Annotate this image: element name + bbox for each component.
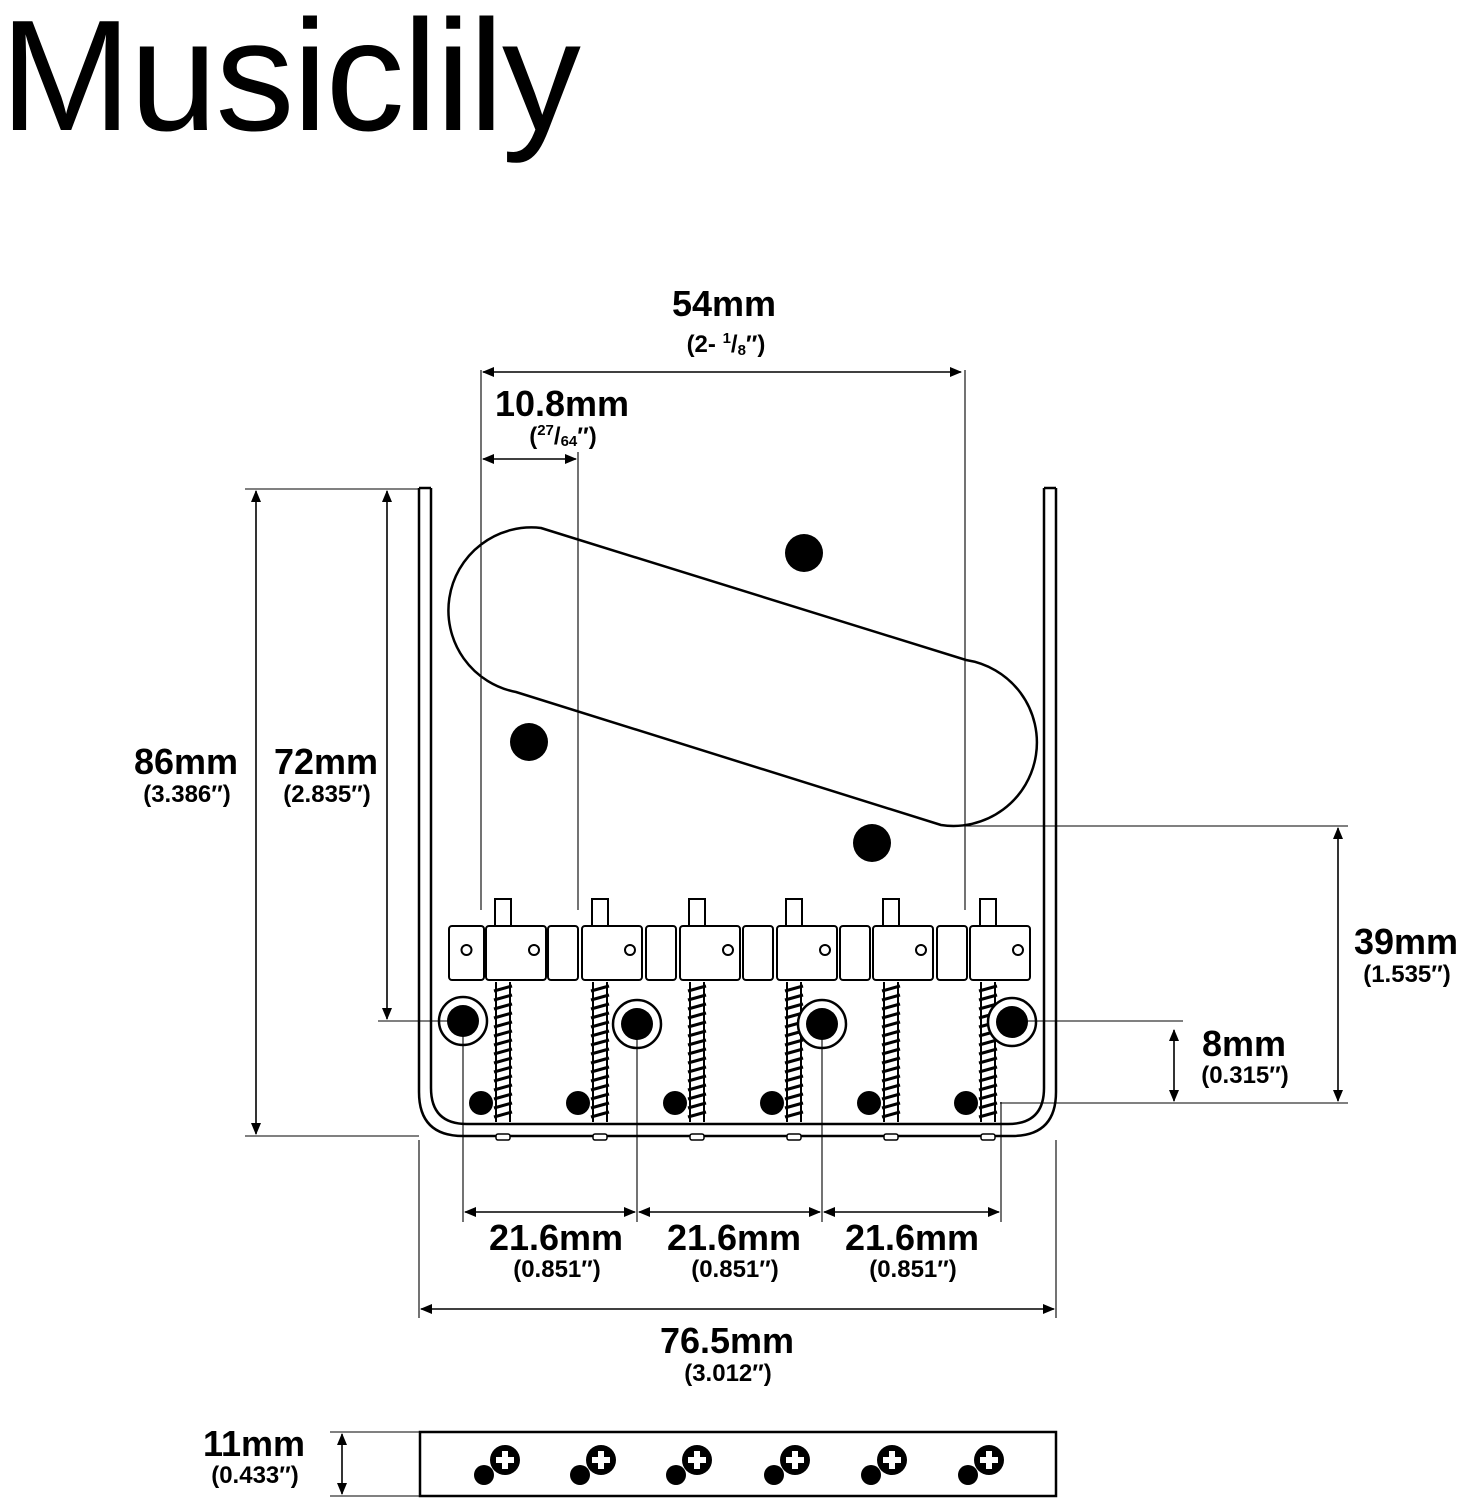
dim-height: 11mm (0.433″) xyxy=(203,1423,420,1497)
pickup-screw-hole xyxy=(510,723,548,761)
dim-mount-length-in: (2.835″) xyxy=(283,781,371,808)
dim-saddle-width-mm: 10.8mm xyxy=(495,383,629,424)
bridge-end-view xyxy=(418,1430,1058,1498)
screw-head-icon xyxy=(861,1445,907,1485)
intonation-spring xyxy=(687,982,707,1122)
dim-saddle-width: 10.8mm (27/64″) xyxy=(482,383,629,910)
saddle xyxy=(469,898,547,1141)
dim-height-mm: 11mm xyxy=(203,1423,305,1464)
dim-hole-spacing-1-in: (0.851″) xyxy=(513,1256,601,1283)
saddle-spacer xyxy=(936,925,968,981)
saddle-assembly xyxy=(448,898,1031,1141)
saddle xyxy=(954,898,1031,1141)
bridge-plate xyxy=(417,486,1058,1138)
screw-head-icon xyxy=(570,1445,616,1485)
saddle-spacer xyxy=(742,925,774,981)
saddle xyxy=(663,898,741,1141)
dim-overall-length-mm: 86mm xyxy=(134,741,238,782)
end-view-screws xyxy=(474,1445,1004,1485)
saddle-screw-hole xyxy=(915,944,927,956)
string-hole xyxy=(566,1091,590,1115)
end-view-outline xyxy=(418,1430,1058,1498)
dim-hole-offset-in: (0.315″) xyxy=(1201,1062,1289,1089)
screw-head-icon xyxy=(958,1445,1004,1485)
dim-pickup-to-end: 39mm (1.535″) xyxy=(961,825,1458,1104)
saddle xyxy=(566,898,643,1141)
intonation-spring xyxy=(493,982,513,1122)
intonation-spring xyxy=(784,982,804,1122)
saddle xyxy=(857,898,934,1141)
dim-saddle-span-in: (2- 1/8″) xyxy=(687,330,766,359)
string-hole xyxy=(954,1091,978,1115)
pickup-screw-hole xyxy=(785,534,823,572)
mounting-hole xyxy=(986,996,1038,1048)
dim-overall-length-in: (3.386″) xyxy=(143,781,231,808)
saddle-spacer xyxy=(645,925,677,981)
dim-overall-width-in: (3.012″) xyxy=(684,1360,772,1387)
intonation-spring xyxy=(590,982,610,1122)
dim-mount-length: 72mm (2.835″) xyxy=(274,490,460,1022)
string-hole xyxy=(857,1091,881,1115)
dim-saddle-width-in: (27/64″) xyxy=(529,422,597,450)
saddle-screw-hole xyxy=(819,944,831,956)
dim-mount-length-mm: 72mm xyxy=(274,741,378,782)
dim-hole-offset: 8mm (0.315″) xyxy=(1012,1020,1289,1102)
dim-hole-spacing-1-mm: 21.6mm xyxy=(489,1217,623,1258)
dim-saddle-span-mm: 54mm xyxy=(672,283,776,324)
intonation-spring xyxy=(978,982,998,1122)
saddle-spacer xyxy=(839,925,871,981)
saddle-screw-hole xyxy=(722,944,734,956)
dim-height-in: (0.433″) xyxy=(211,1462,299,1489)
dim-hole-spacing: 21.6mm (0.851″) 21.6mm (0.851″) 21.6mm (… xyxy=(462,1022,1002,1283)
saddle-screw-hole xyxy=(528,944,540,956)
dim-hole-offset-mm: 8mm xyxy=(1202,1023,1286,1064)
dim-overall-width: 76.5mm (3.012″) xyxy=(418,1140,1057,1387)
dim-overall-length: 86mm (3.386″) xyxy=(134,488,419,1137)
saddle-spacer xyxy=(448,925,485,981)
brand-logo: Musiclily xyxy=(0,0,581,164)
string-hole xyxy=(760,1091,784,1115)
dim-pickup-to-end-mm: 39mm xyxy=(1354,921,1458,962)
pickup-cutout xyxy=(447,526,1039,828)
screw-head-icon xyxy=(474,1445,520,1485)
saddle-screw-hole xyxy=(624,944,636,956)
dim-overall-width-mm: 76.5mm xyxy=(660,1320,794,1361)
string-hole xyxy=(469,1091,493,1115)
plate-inner-outline xyxy=(429,488,1046,1126)
mounting-holes xyxy=(437,995,1038,1050)
pickup-screw-hole xyxy=(853,824,891,862)
screw-head-icon xyxy=(666,1445,712,1485)
dim-pickup-to-end-in: (1.535″) xyxy=(1363,961,1451,988)
dim-saddle-span: 54mm (2- 1/8″) xyxy=(480,283,966,910)
dim-hole-spacing-2-mm: 21.6mm xyxy=(667,1217,801,1258)
intonation-spring xyxy=(881,982,901,1122)
pickup-screw-holes xyxy=(510,534,891,862)
saddle xyxy=(760,898,838,1141)
screw-head-icon xyxy=(764,1445,810,1485)
dim-hole-spacing-2-in: (0.851″) xyxy=(691,1256,779,1283)
dim-hole-spacing-3-in: (0.851″) xyxy=(869,1256,957,1283)
dim-hole-spacing-3-mm: 21.6mm xyxy=(845,1217,979,1258)
saddle-spacer xyxy=(547,925,579,981)
plate-outer-outline xyxy=(417,488,1058,1138)
string-hole xyxy=(663,1091,687,1115)
saddle-screw-hole xyxy=(1012,944,1024,956)
